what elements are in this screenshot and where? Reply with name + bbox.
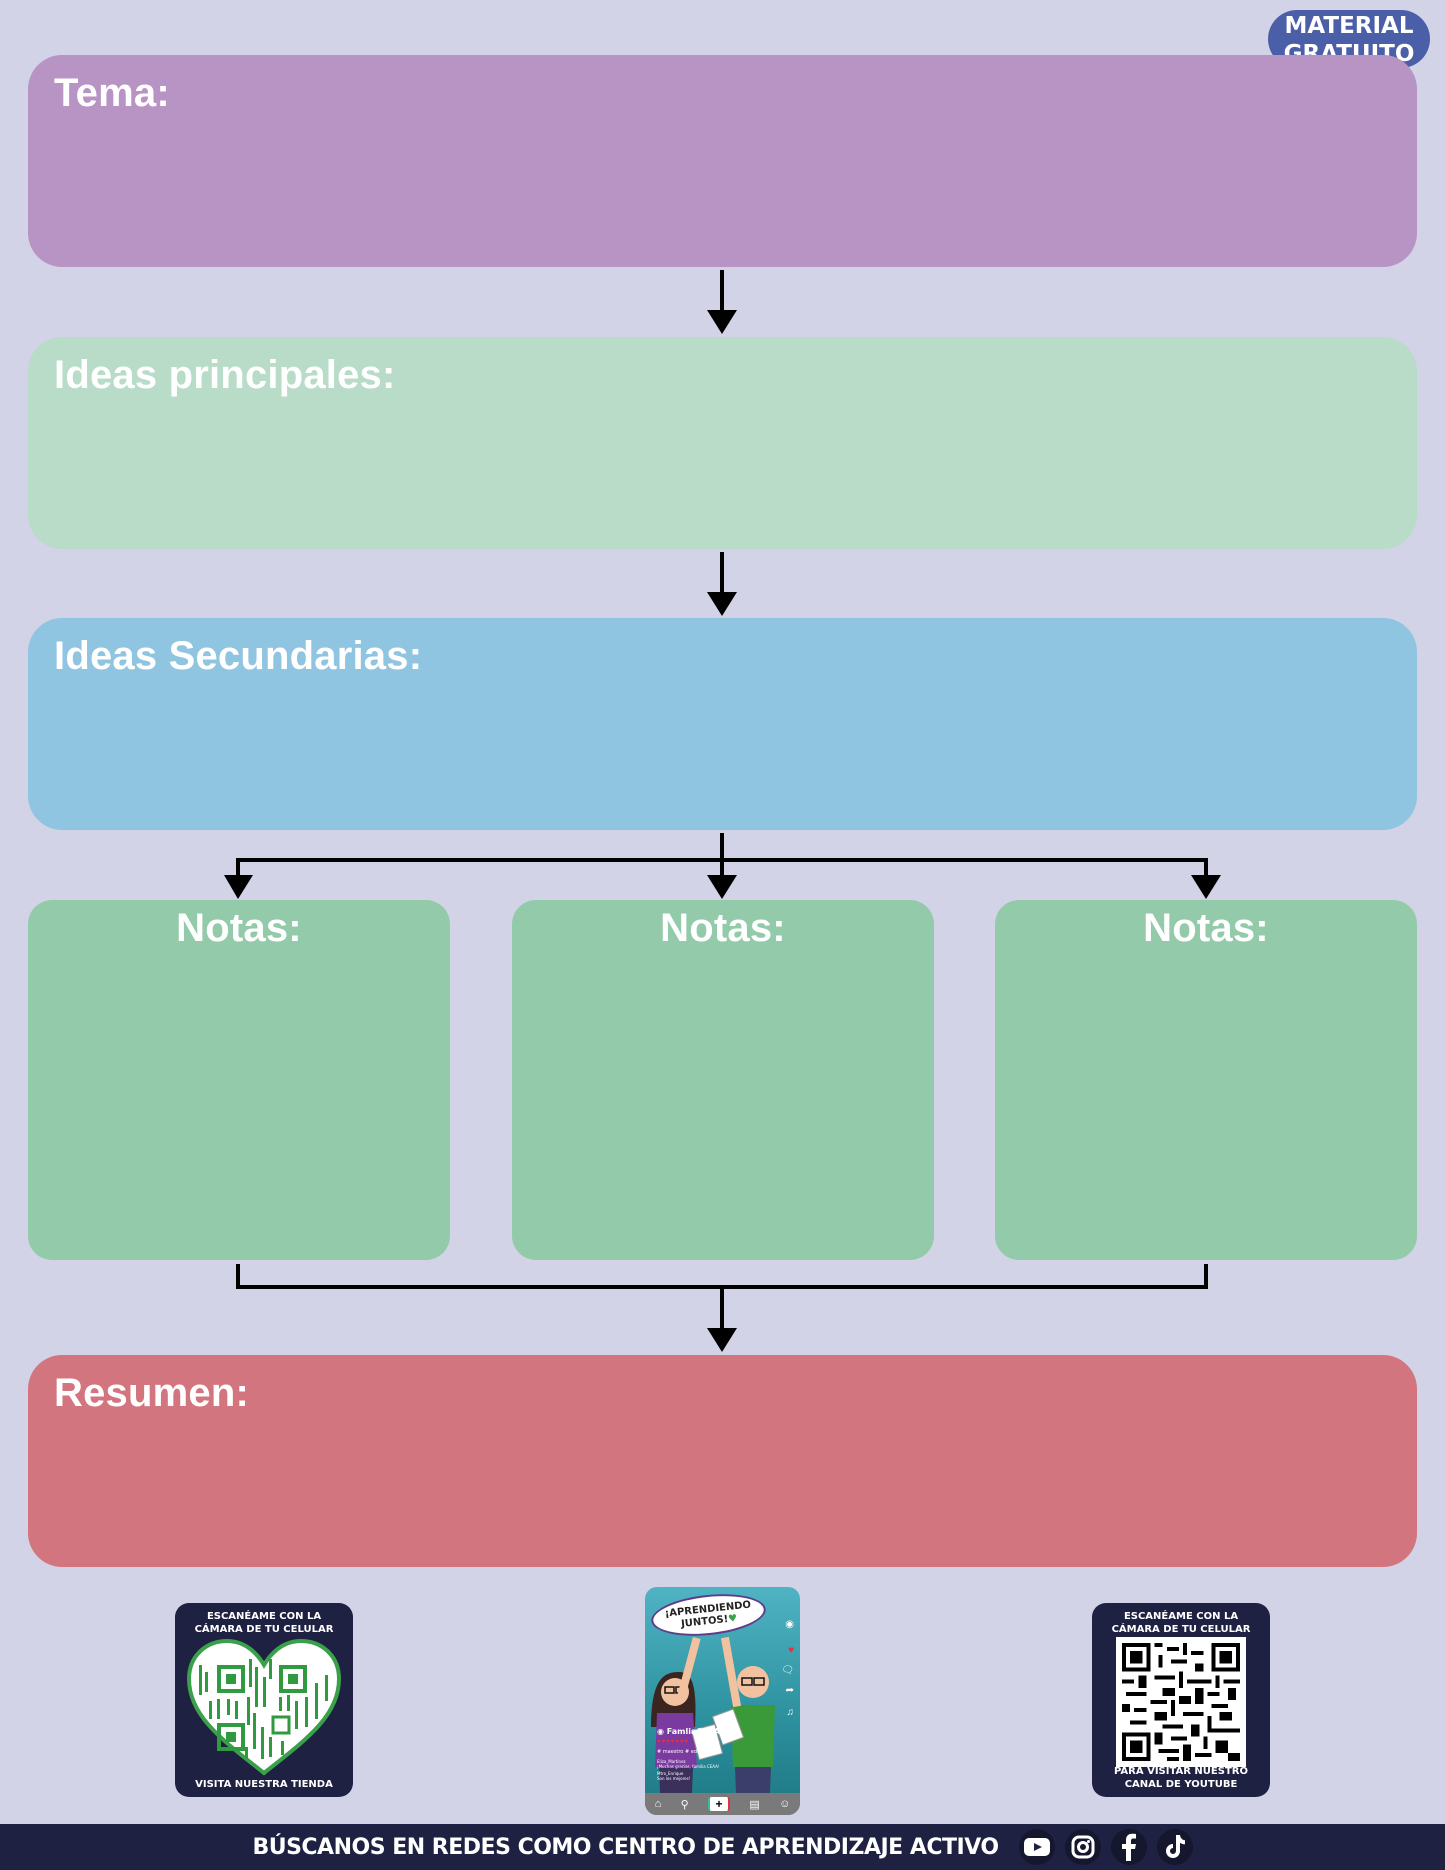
tema-label: Tema: (54, 71, 170, 115)
notas-box-3[interactable]: Notas: (995, 900, 1417, 1260)
qr-youtube-line-2: CÁMARA DE TU CELULAR (1111, 1624, 1251, 1635)
profile-handle: ◉ FamliaCEAA (657, 1727, 721, 1736)
connector-merge-bar (236, 1264, 1208, 1289)
qr-youtube-caption-line-2: CANAL DE YOUTUBE (1124, 1779, 1238, 1790)
resumen-box[interactable]: Resumen: (28, 1355, 1417, 1567)
comment-2-user: Mtro_Enrique (657, 1771, 684, 1776)
comment-2-text: Son los mejores! (657, 1776, 691, 1781)
footer-text: BÚSCANOS EN REDES COMO CENTRO DE APRENDI… (252, 1834, 999, 1860)
notas-box-1[interactable]: Notas: (28, 900, 450, 1260)
comment-icon: 🗨 (781, 1665, 794, 1676)
tiktok-icon[interactable] (1156, 1829, 1193, 1865)
badge-line-1: MATERIAL (1284, 13, 1414, 39)
qr-youtube-line-1: ESCANÉAME CON LA (1123, 1611, 1239, 1622)
teacher-characters-illustration (651, 1636, 775, 1815)
heart-qr-code-icon (186, 1638, 342, 1776)
comment-1-user: Eliza_Martinez (657, 1759, 686, 1764)
qr-tienda-line-2: CÁMARA DE TU CELULAR (194, 1624, 334, 1635)
home-icon: ⌂ (654, 1798, 662, 1810)
qr-youtube-caption-line-1: PARA VISITAR NUESTRO (1114, 1766, 1248, 1777)
qr-youtube-instructions: ESCANÉAME CON LA CÁMARA DE TU CELULAR (1092, 1603, 1270, 1636)
connector-branch-bar (236, 858, 1208, 876)
notas-box-2[interactable]: Notas: (512, 900, 934, 1260)
instagram-icon[interactable] (1064, 1829, 1101, 1865)
arrow-head-ideas-secundarias (707, 592, 737, 616)
profile-icon: ☺ (779, 1798, 791, 1810)
ideas-principales-box[interactable]: Ideas principales: (28, 337, 1417, 549)
like-heart-icon: ♥ (788, 1645, 794, 1656)
footer-bar: BÚSCANOS EN REDES COMO CENTRO DE APRENDI… (0, 1824, 1445, 1870)
music-disc-icon: ♫ (786, 1707, 795, 1718)
share-icon: ➦ (785, 1685, 794, 1696)
qr-card-youtube[interactable]: ESCANÉAME CON LA CÁMARA DE TU CELULAR (1092, 1603, 1270, 1797)
qr-card-tienda[interactable]: ESCANÉAME CON LA CÁMARA DE TU CELULAR VI… (175, 1603, 353, 1797)
notas-label: Notas: (176, 906, 302, 950)
comment-1: Eliza_Martinez ¡Muchas gracias, familia … (657, 1759, 719, 1769)
qr-youtube-caption: PARA VISITAR NUESTRO CANAL DE YOUTUBE (1092, 1765, 1270, 1791)
youtube-icon[interactable] (1018, 1829, 1055, 1865)
notas-label: Notas: (660, 906, 786, 950)
facebook-icon[interactable] (1110, 1829, 1147, 1865)
tema-box[interactable]: Tema: (28, 55, 1417, 267)
social-media-phone-illustration: ¡APRENDIENDO JUNTOS!♥ ◉ ♥ 🗨 ➦ ♫ ◉ Famlia… (645, 1587, 800, 1815)
search-icon: ⚲ (680, 1798, 689, 1811)
comment-2: Mtro_Enrique Son los mejores! (657, 1771, 690, 1781)
profile-avatar-icon: ◉ (785, 1619, 794, 1630)
arrow-head-nota-1 (224, 875, 253, 899)
phone-navbar: ⌂ ⚲ + ▤ ☺ (645, 1793, 800, 1815)
inbox-icon: ▤ (749, 1798, 760, 1811)
rating-hearts: ♥♥♥♥♥♥♥ (657, 1739, 689, 1745)
arrow-head-resumen (707, 1328, 737, 1352)
hashtags: # maestro # educación (657, 1749, 717, 1755)
notas-label: Notas: (1143, 906, 1269, 950)
plus-icon: + (708, 1797, 731, 1811)
arrow-head-ideas-principales (707, 310, 737, 334)
qr-tienda-instructions: ESCANÉAME CON LA CÁMARA DE TU CELULAR (175, 1603, 353, 1636)
ideas-principales-label: Ideas principales: (54, 353, 396, 397)
qr-tienda-line-1: ESCANÉAME CON LA (206, 1611, 322, 1622)
youtube-qr-code-icon (1116, 1637, 1246, 1767)
resumen-label: Resumen: (54, 1371, 249, 1415)
comment-1-text: ¡Muchas gracias, familia CEAA! (657, 1764, 720, 1769)
ideas-secundarias-box[interactable]: Ideas Secundarias: (28, 618, 1417, 830)
arrow-head-nota-2 (707, 875, 737, 899)
arrow-head-nota-3 (1191, 875, 1221, 899)
ideas-secundarias-label: Ideas Secundarias: (54, 634, 423, 678)
qr-tienda-caption: VISITA NUESTRA TIENDA (195, 1779, 333, 1790)
